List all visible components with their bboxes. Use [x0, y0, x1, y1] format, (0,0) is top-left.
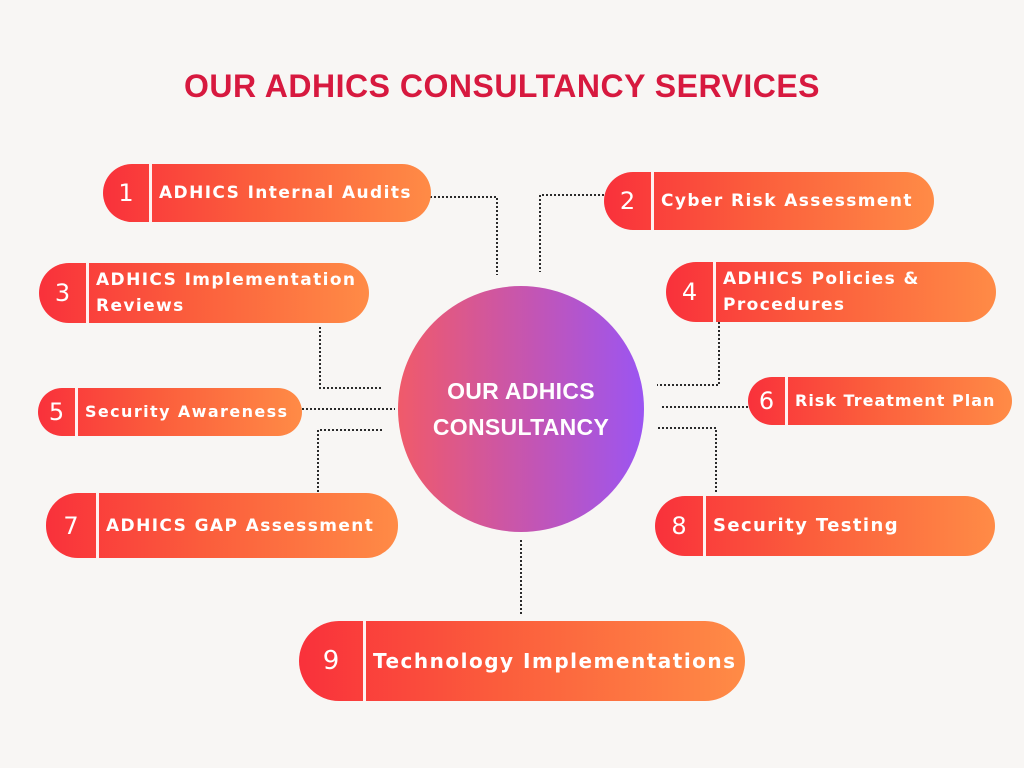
service-pill-2: 2 Cyber Risk Assessment — [604, 172, 934, 230]
service-number-8: 8 — [655, 496, 706, 556]
service-number-4: 4 — [666, 262, 716, 322]
service-pill-1: 1 ADHICS Internal Audits — [103, 164, 431, 222]
service-pill-3: 3 ADHICS Implementation Reviews — [39, 263, 369, 323]
service-label-2: Cyber Risk Assessment — [661, 191, 913, 211]
service-number-5: 5 — [38, 388, 78, 436]
service-number-2: 2 — [604, 172, 654, 230]
service-label-5: Security Awareness — [85, 402, 289, 421]
service-label-1: ADHICS Internal Audits — [159, 183, 412, 203]
service-pill-5: 5 Security Awareness — [38, 388, 302, 436]
page-title: OUR ADHICS CONSULTANCY SERVICES — [183, 68, 820, 104]
service-number-1: 1 — [103, 164, 152, 222]
connector-1 — [430, 196, 498, 275]
connector-4 — [657, 322, 720, 386]
service-number-9: 9 — [299, 621, 366, 701]
service-pill-9: 9 Technology Implementations — [299, 621, 745, 701]
service-pill-7: 7 ADHICS GAP Assessment — [46, 493, 398, 558]
connector-3 — [319, 327, 383, 389]
hub-label: OUR ADHICS CONSULTANCY — [432, 378, 610, 440]
connector-2 — [539, 194, 604, 272]
service-label-4: ADHICS Policies & Procedures — [723, 269, 920, 315]
connector-7 — [317, 429, 383, 492]
service-label-9: Technology Implementations — [373, 649, 737, 673]
service-pill-6: 6 Risk Treatment Plan — [748, 377, 1012, 425]
service-number-3: 3 — [39, 263, 89, 323]
service-pill-4: 4 ADHICS Policies & Procedures — [666, 262, 996, 322]
service-pill-8: 8 Security Testing — [655, 496, 995, 556]
connector-8 — [657, 427, 717, 492]
service-label-3: ADHICS Implementation Reviews — [96, 270, 357, 316]
service-label-8: Security Testing — [713, 515, 899, 536]
service-label-7: ADHICS GAP Assessment — [106, 515, 375, 536]
service-number-6: 6 — [748, 377, 788, 425]
central-hub-circle: OUR ADHICS CONSULTANCY — [398, 286, 644, 532]
service-label-6: Risk Treatment Plan — [795, 391, 996, 410]
service-number-7: 7 — [46, 493, 99, 558]
